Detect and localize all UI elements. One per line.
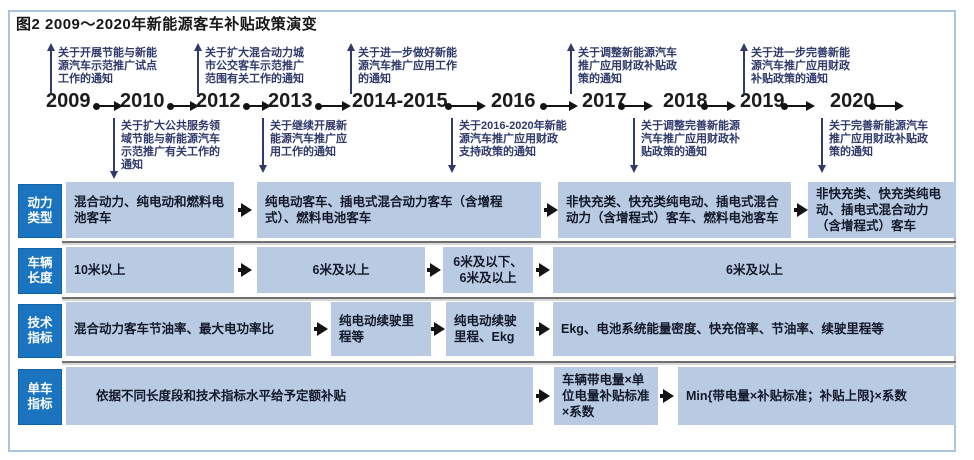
annotation-connector-down-icon bbox=[110, 118, 118, 179]
subsidy-stage-1: 依据不同长度段和技术指标水平给予定额补贴 bbox=[66, 367, 533, 425]
timeline-year-2017: 2017 bbox=[582, 90, 627, 112]
row-label-per-vehicle-indicators: 单车指标 bbox=[18, 369, 62, 425]
timeline-arrow-icon bbox=[869, 100, 904, 111]
length-stage-3: 6米及以下、6米及以上 bbox=[443, 247, 533, 293]
timeline-year-2012: 2012 bbox=[196, 90, 241, 112]
annotation-connector-up-icon bbox=[347, 43, 355, 94]
subsidy-stage-3: Min{带电量×补贴标准；补贴上限}×系数 bbox=[678, 367, 956, 425]
policy-note-2010: 关于扩大公共服务领域节能与新能源汽车示范推广有关工作的通知 bbox=[121, 120, 220, 171]
annotation-connector-down-icon bbox=[630, 118, 638, 173]
timeline-year-2014-2015: 2014-2015 bbox=[352, 90, 448, 112]
timeline-year-2018: 2018 bbox=[663, 90, 708, 112]
row-label-text: 动力类型 bbox=[27, 196, 53, 225]
policy-note-2017: 关于调整新能源汽车推广应用财政补贴政策的通知 bbox=[578, 47, 677, 85]
policy-note-2020: 关于完善新能源汽车推广应用财政补贴政策的通知 bbox=[829, 120, 928, 158]
timeline-year-2020: 2020 bbox=[830, 90, 875, 112]
timeline-year-2016: 2016 bbox=[491, 90, 536, 112]
row-divider bbox=[62, 297, 956, 301]
flow-arrow-icon bbox=[544, 203, 558, 217]
flow-arrow-icon bbox=[536, 389, 550, 403]
tech-stage-2: 纯电动续驶里程等 bbox=[331, 302, 431, 356]
timeline-arrow-icon bbox=[445, 100, 486, 111]
row-divider bbox=[62, 241, 956, 245]
timeline-arrow-icon bbox=[540, 100, 578, 111]
policy-note-2014-2015: 关于进一步做好新能源汽车推广应用工作的通知 bbox=[358, 47, 457, 85]
row-label-power-type: 动力类型 bbox=[18, 184, 62, 238]
annotation-connector-down-icon bbox=[818, 118, 826, 173]
policy-note-2018: 关于调整完善新能源汽车推广应用财政补贴政策的通知 bbox=[641, 120, 740, 158]
timeline-arrow-icon bbox=[315, 100, 351, 111]
annotation-connector-up-icon bbox=[47, 43, 55, 94]
flow-arrow-icon bbox=[238, 203, 252, 217]
flow-arrow-icon bbox=[427, 263, 441, 277]
timeline-arrow-icon bbox=[93, 100, 123, 111]
figure-title: 图2 2009～2020年新能源客车补贴政策演变 bbox=[16, 16, 318, 33]
row-label-text: 车辆长度 bbox=[27, 256, 53, 285]
length-stage-2: 6米及以上 bbox=[257, 247, 425, 293]
power-type-stage-2: 纯电动客车、插电式混合动力客车（含增程式）、燃料电池客车 bbox=[257, 182, 541, 238]
policy-note-2019: 关于进一步完善新能源汽车推广应用财政补贴政策的通知 bbox=[751, 47, 850, 85]
tech-stage-4: Ekg、电池系统能量密度、快充倍率、节油率、续驶里程等 bbox=[553, 302, 956, 356]
timeline-year-2013: 2013 bbox=[268, 90, 313, 112]
policy-note-2009: 关于开展节能与新能源汽车示范推广试点工作的通知 bbox=[58, 47, 157, 85]
tech-stage-3: 纯电动续驶里程、Ekg bbox=[446, 302, 534, 356]
flow-arrow-icon bbox=[238, 263, 252, 277]
power-type-stage-4: 非快充类、快充类纯电动、插电式混合动力（含增程式）客车 bbox=[808, 182, 956, 238]
power-type-stage-1: 混合动力、纯电动和燃料电池客车 bbox=[66, 182, 234, 238]
flow-arrow-icon bbox=[536, 263, 550, 277]
timeline-arrow-icon bbox=[167, 100, 199, 111]
policy-note-2013: 关于继续开展新能源汽车推广应用工作的通知 bbox=[270, 120, 347, 158]
row-divider bbox=[62, 361, 956, 365]
timeline-arrow-icon bbox=[781, 100, 815, 111]
flow-arrow-icon bbox=[536, 322, 550, 336]
annotation-connector-up-icon bbox=[194, 43, 202, 94]
flow-arrow-icon bbox=[431, 322, 445, 336]
annotation-connector-down-icon bbox=[259, 118, 267, 173]
flow-arrow-icon bbox=[314, 322, 328, 336]
policy-note-2016: 关于2016-2020年新能源汽车推广应用财政支持政策的通知 bbox=[459, 120, 567, 158]
annotation-connector-up-icon bbox=[567, 43, 575, 94]
policy-note-2012: 关于扩大混合动力城市公交客车示范推广范围有关工作的通知 bbox=[205, 47, 304, 85]
timeline-arrow-icon bbox=[243, 100, 271, 111]
length-stage-4: 6米及以上 bbox=[553, 247, 956, 293]
annotation-connector-up-icon bbox=[740, 43, 748, 94]
row-label-vehicle-length: 车辆长度 bbox=[18, 248, 62, 294]
timeline-year-2019: 2019 bbox=[740, 90, 785, 112]
length-stage-1: 10米以上 bbox=[66, 247, 234, 293]
timeline-arrow-icon bbox=[618, 100, 653, 111]
row-label-text: 技术指标 bbox=[27, 316, 53, 345]
timeline-year-2010: 2010 bbox=[120, 90, 165, 112]
flow-arrow-icon bbox=[660, 389, 674, 403]
timeline-year-2009: 2009 bbox=[46, 90, 91, 112]
annotation-connector-down-icon bbox=[448, 118, 456, 173]
power-type-stage-3: 非快充类、快充类纯电动、插电式混合动力（含增程式）客车、燃料电池客车 bbox=[558, 182, 791, 238]
timeline-arrow-icon bbox=[701, 100, 736, 111]
tech-stage-1: 混合动力客车节油率、最大电功率比 bbox=[66, 302, 311, 356]
flow-arrow-icon bbox=[794, 203, 808, 217]
row-label-text: 单车指标 bbox=[27, 382, 53, 411]
subsidy-stage-2: 车辆带电量×单位电量补贴标准×系数 bbox=[554, 367, 658, 425]
row-label-technical-indicators: 技术指标 bbox=[18, 304, 62, 358]
